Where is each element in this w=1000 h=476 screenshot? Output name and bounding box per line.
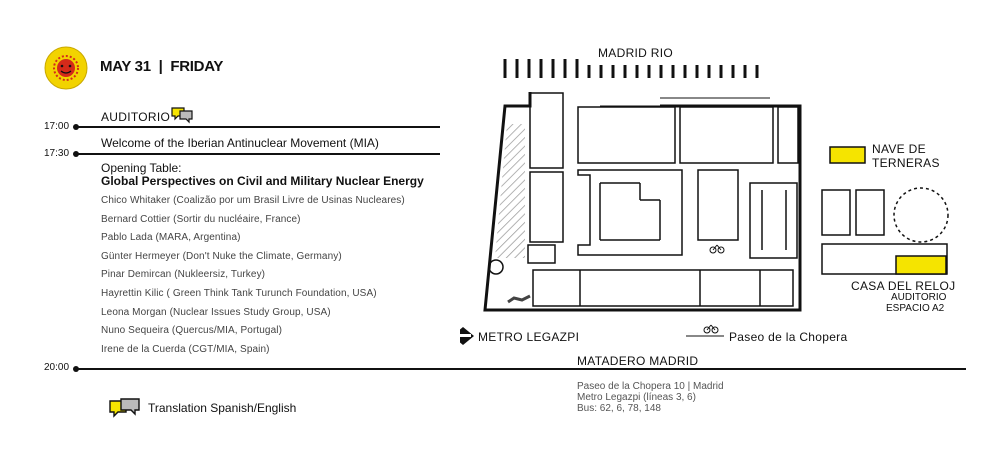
timeline-rule	[76, 153, 440, 155]
list-item: Günter Hermeyer (Don't Nuke the Climate,…	[101, 250, 342, 262]
casa-del-reloj-marker	[895, 255, 947, 275]
stairs	[507, 294, 531, 304]
translation-note: Translation Spanish/English	[148, 401, 297, 415]
list-item: Pinar Demircan (Nukleersiz, Turkey)	[101, 269, 266, 281]
auditorio-label: AUDITORIO	[891, 292, 947, 303]
park-area	[495, 124, 525, 258]
metro-icon	[460, 327, 474, 345]
translation-bubbles-icon	[170, 106, 194, 129]
espacio-label: ESPACIO A2	[886, 303, 945, 314]
bike-icon	[709, 244, 725, 254]
list-item: Bernard Cottier (Sortir du nucléaire, Fr…	[101, 213, 301, 225]
bike-icon	[703, 324, 719, 334]
list-item: Leona Morgan (Nuclear Issues Study Group…	[101, 306, 331, 318]
list-item: Nuno Sequeira (Quercus/MIA, Portugal)	[101, 325, 283, 337]
madrid-rio-label: MADRID RIO	[598, 46, 673, 60]
list-item: Irene de la Cuerda (CGT/MIA, Spain)	[101, 343, 270, 355]
list-item: Pablo Lada (MARA, Argentina)	[101, 232, 241, 244]
date: MAY 31	[100, 58, 151, 75]
opening-subtitle: Global Perspectives on Civil and Militar…	[101, 174, 424, 188]
speaker-list: Chico Whitaker (Coalizão por um Brasil L…	[101, 195, 405, 362]
casa-del-reloj-label: CASA DEL RELOJ	[851, 279, 956, 293]
opening-title: Opening Table:	[101, 161, 182, 175]
venue-address: Paseo de la Chopera 10 | Madrid	[577, 381, 724, 392]
logo	[44, 46, 88, 90]
day: FRIDAY	[170, 58, 224, 75]
venue-details: Paseo de la Chopera 10 | Madrid Metro Le…	[577, 381, 724, 414]
time-1730: 17:30	[44, 148, 70, 159]
venue-metro: Metro Legazpi (líneas 3, 6)	[577, 392, 696, 403]
translation-bubbles-icon	[108, 397, 142, 426]
timeline-rule	[76, 126, 440, 128]
nave-terneras-label: NAVE DE TERNERAS	[872, 142, 940, 170]
venue-bus: Bus: 62, 6, 78, 148	[577, 403, 661, 414]
nave-terneras-marker	[829, 146, 866, 164]
section-title: AUDITORIO	[101, 110, 171, 124]
metro-legazpi-label: METRO LEGAZPI	[478, 330, 580, 344]
nave-label-1: NAVE DE	[872, 142, 926, 156]
nuclear-power-no-thanks-logo-icon	[44, 46, 88, 90]
date-header: MAY 31 | FRIDAY	[100, 58, 223, 75]
madrid-rio-trees	[503, 59, 759, 78]
venue-map	[460, 59, 949, 345]
separator: |	[158, 58, 163, 75]
list-item: Hayrettin Kilic ( Green Think Tank Turun…	[101, 287, 377, 299]
opening-table: Opening Table: Global Perspectives on Ci…	[101, 162, 424, 188]
list-item: Chico Whitaker (Coalizão por um Brasil L…	[101, 195, 405, 206]
venue-name: MATADERO MADRID	[577, 354, 699, 368]
welcome-item: Welcome of the Iberian Antinuclear Movem…	[101, 136, 379, 150]
time-1700: 17:00	[44, 121, 70, 132]
nave-label-2: TERNERAS	[872, 156, 940, 170]
buildings	[527, 92, 799, 307]
timeline-rule	[76, 368, 966, 370]
time-2000: 20:00	[44, 362, 70, 373]
paseo-chopera-label: Paseo de la Chopera	[729, 330, 848, 344]
